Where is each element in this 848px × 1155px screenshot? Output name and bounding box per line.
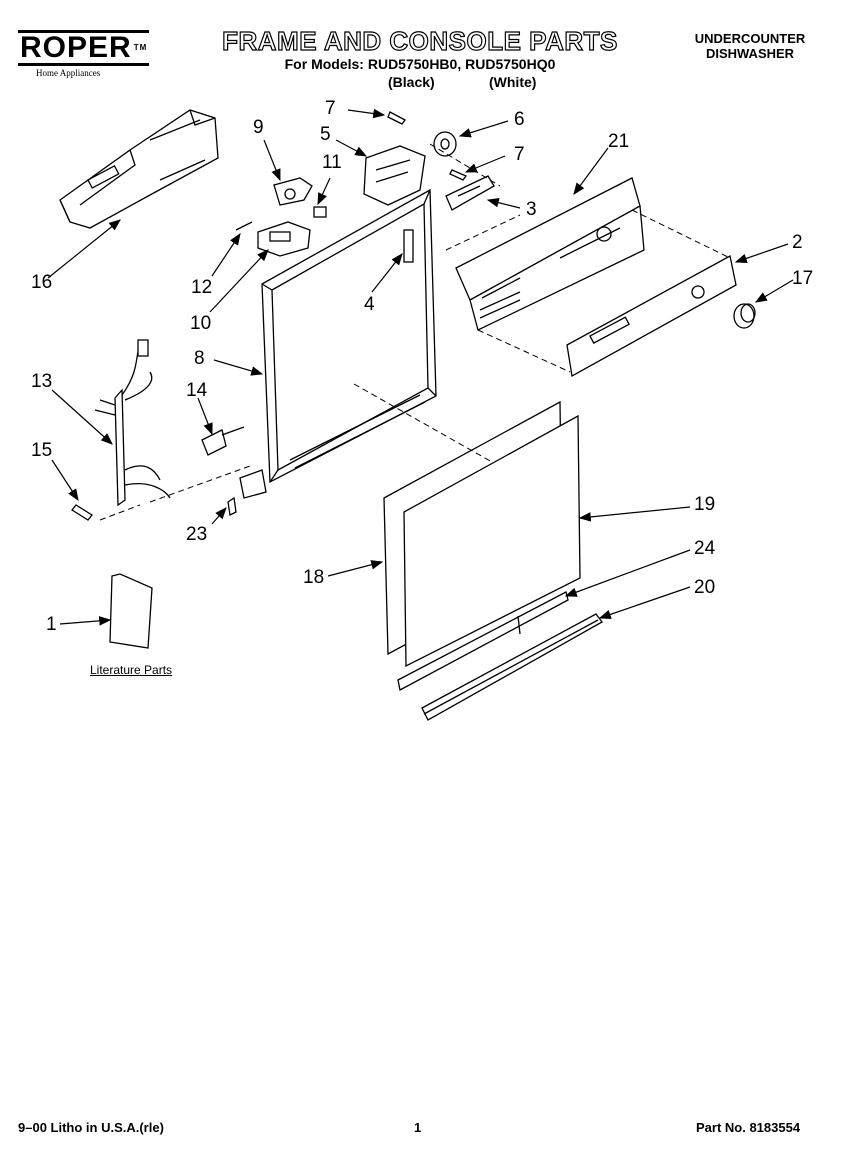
part-2-control-panel — [566, 255, 737, 378]
part-7-screw-top — [387, 111, 406, 125]
models-line: For Models: RUD5750HB0, RUD5750HQ0 — [284, 56, 556, 72]
part-24-trim-strip — [397, 591, 569, 691]
callout-13: 13 — [31, 371, 53, 392]
part-10-latch-housing — [257, 221, 311, 257]
part-20-bottom-trim — [421, 613, 603, 721]
callout-8: 8 — [194, 348, 205, 369]
part-16-console-housing — [59, 109, 219, 229]
callout-10: 10 — [190, 313, 212, 334]
brand-tagline: Home Appliances — [36, 68, 101, 78]
callout-7-screw-top: 7 — [325, 98, 336, 119]
part-11-clip — [313, 206, 327, 218]
part-3-hinge-block — [445, 175, 495, 211]
callout-11: 11 — [322, 152, 342, 173]
callout-24: 24 — [694, 538, 716, 559]
callout-1: 1 — [46, 614, 57, 635]
product-type-line2: DISHWASHER — [705, 46, 795, 61]
callout-17: 17 — [792, 268, 814, 289]
color-white-label: (White) — [489, 74, 537, 90]
callout-16: 16 — [31, 272, 53, 293]
part-21-console-panel — [455, 177, 645, 331]
callout-18: 18 — [303, 567, 325, 588]
footer-part-number: Part No. 8183554 — [696, 1120, 801, 1135]
part-12-pin — [235, 221, 253, 231]
callout-21: 21 — [608, 131, 630, 152]
part-1-literature-booklet — [109, 573, 153, 649]
part-6-bracket — [433, 131, 457, 157]
callout-2: 2 — [792, 232, 803, 253]
callout-6: 6 — [514, 109, 525, 130]
part-9-latch — [273, 177, 313, 206]
part-17-knob — [733, 303, 756, 329]
part-7-screw-lower — [449, 169, 468, 181]
page-title: FRAME AND CONSOLE PARTS — [222, 25, 618, 56]
part-19-inner-panel — [403, 414, 581, 668]
part-23-clip — [227, 496, 237, 516]
callout-9: 9 — [253, 117, 264, 138]
callout-5: 5 — [320, 124, 331, 145]
callout-7-screw-lower: 7 — [514, 144, 525, 165]
part-13-wiring-harness — [94, 339, 171, 507]
part-15-screw — [71, 504, 93, 521]
literature-parts-label: Literature Parts — [90, 663, 173, 677]
callout-19: 19 — [694, 494, 716, 515]
product-type: UNDERCOUNTER DISHWASHER — [680, 31, 820, 61]
color-black-label: (Black) — [388, 74, 435, 90]
callout-3: 3 — [526, 199, 537, 220]
callout-15: 15 — [31, 440, 53, 461]
footer-page-number: 1 — [414, 1120, 422, 1135]
leader-arrows — [47, 108, 794, 626]
footer-litho-info: 9–00 Litho in U.S.A.(rle) — [18, 1120, 164, 1135]
callout-23: 23 — [186, 524, 208, 545]
part-5-switch — [363, 145, 426, 206]
frame-bottom-bracket — [239, 469, 267, 499]
callout-12: 12 — [191, 277, 213, 298]
callout-20: 20 — [694, 577, 716, 598]
part-14-connector — [201, 426, 245, 456]
callout-14: 14 — [186, 380, 208, 401]
callout-4: 4 — [364, 294, 375, 315]
product-type-line1: UNDERCOUNTER — [694, 31, 806, 46]
